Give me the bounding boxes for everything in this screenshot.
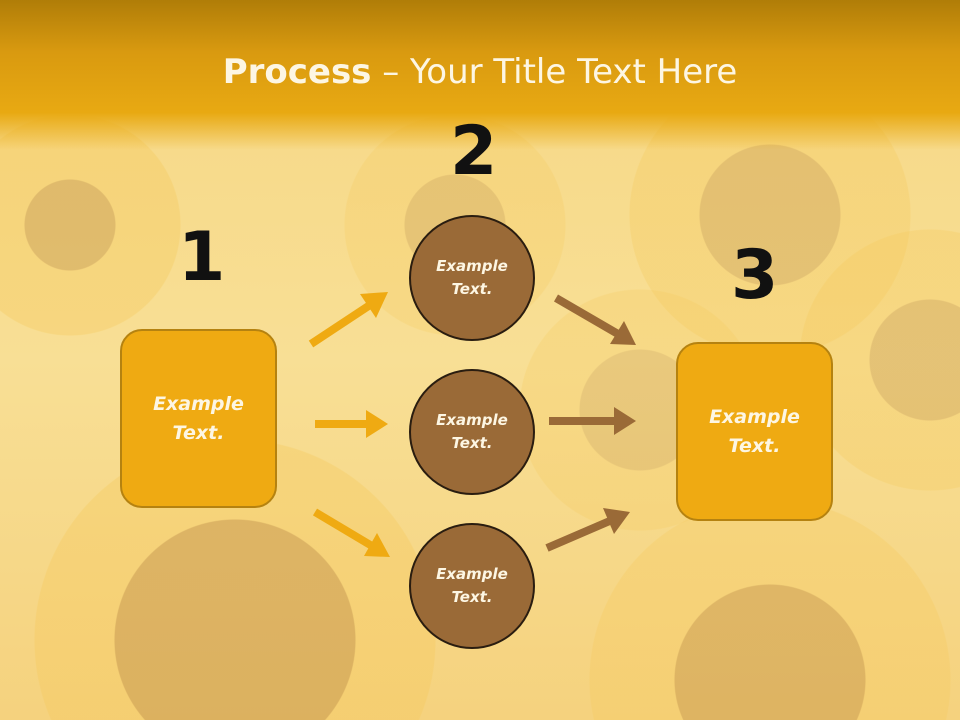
arrow-box1-to-circle1 [308, 292, 388, 348]
circle-3-text: Example Text. [436, 565, 508, 606]
process-circle-1: Example Text. [409, 215, 535, 341]
arrow-circle2-to-box3 [549, 407, 636, 435]
arrow-circle1-to-box3 [553, 294, 636, 345]
step-box-1: Example Text. [120, 329, 277, 508]
step-number-1: 1 [178, 218, 226, 297]
title-rest: – Your Title Text Here [371, 52, 738, 92]
arrow-box1-to-circle3 [312, 508, 390, 557]
circle-1-text: Example Text. [436, 257, 508, 298]
step-number-3: 3 [731, 236, 779, 315]
arrow-box1-to-circle2 [315, 410, 388, 438]
slide-title: Process – Your Title Text Here [0, 52, 960, 92]
title-band [0, 0, 960, 150]
step-box-1-text: Example Text. [153, 392, 244, 444]
circle-2-text: Example Text. [436, 411, 508, 452]
step-number-2: 2 [450, 112, 498, 191]
title-bold: Process [222, 52, 372, 92]
step-box-3: Example Text. [676, 342, 833, 521]
step-box-3-text: Example Text. [709, 405, 800, 457]
arrow-circle3-to-box3 [545, 508, 630, 552]
process-circle-2: Example Text. [409, 369, 535, 495]
process-circle-3: Example Text. [409, 523, 535, 649]
